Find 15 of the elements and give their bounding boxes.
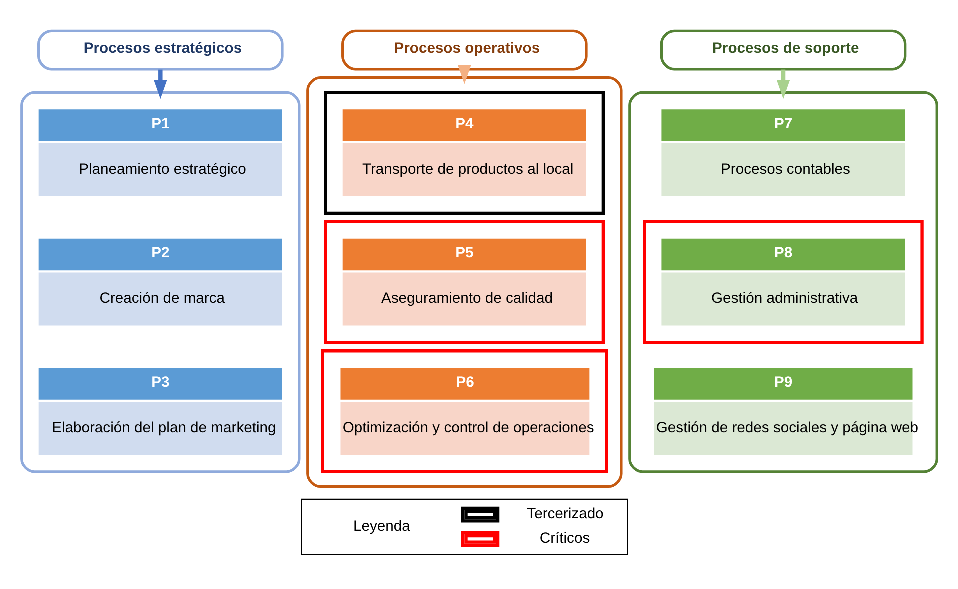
cluster bbox=[320, 349, 608, 473]
arrow bbox=[457, 64, 471, 84]
cluster bbox=[324, 90, 605, 215]
cluster bbox=[642, 220, 924, 344]
legend-label: Tercerizado bbox=[526, 506, 604, 522]
cluster bbox=[324, 220, 605, 344]
arrow bbox=[776, 69, 790, 99]
cluster bbox=[628, 90, 938, 473]
cluster bbox=[306, 76, 622, 488]
cluster bbox=[20, 90, 300, 473]
arrow bbox=[153, 69, 167, 99]
node-box: Procesos estratégicos bbox=[37, 29, 284, 70]
legend-label: Críticos bbox=[539, 530, 590, 547]
node-box: Procesos de soporte bbox=[660, 29, 906, 70]
label: Leyenda bbox=[352, 518, 410, 534]
